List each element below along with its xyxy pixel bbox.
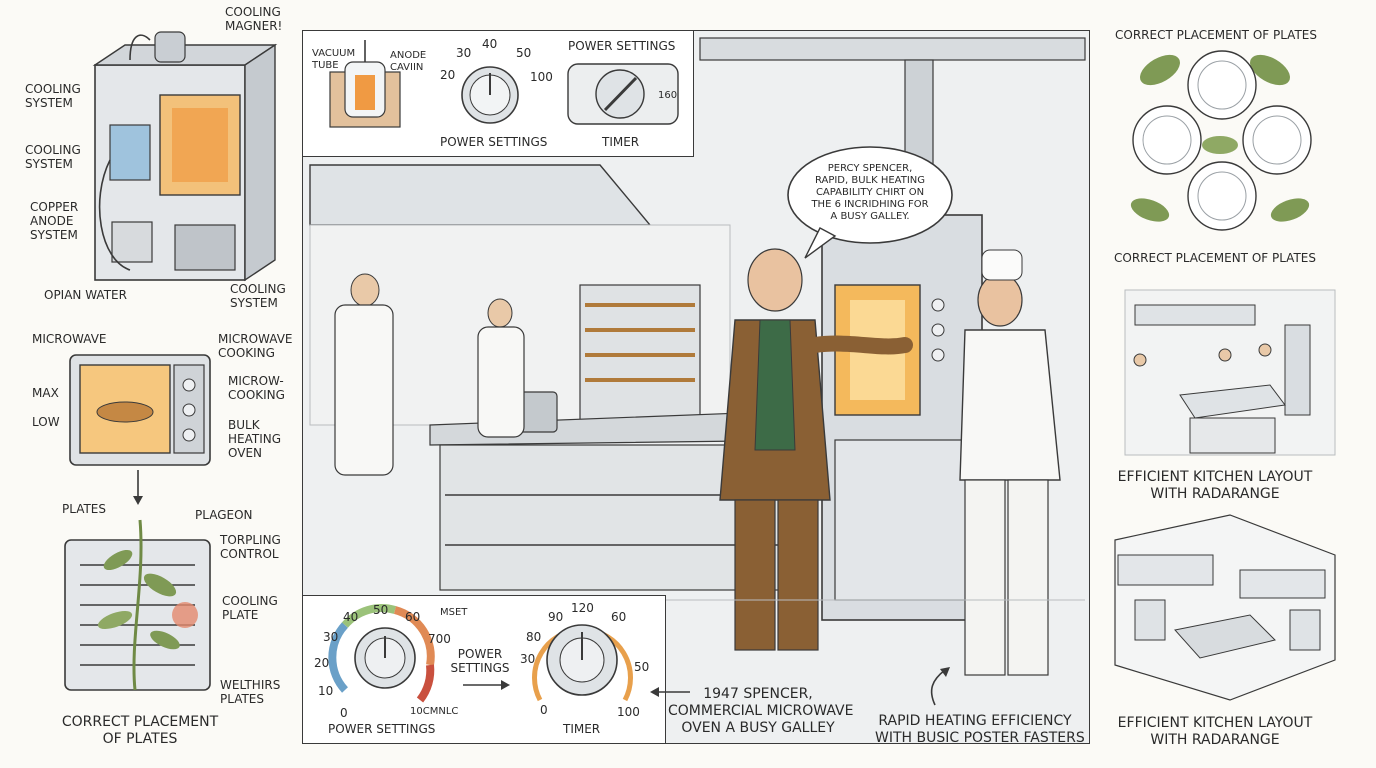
plates-arrangement-illustration: [1130, 50, 1312, 231]
power-tick-50: 50: [373, 603, 389, 617]
timer-tick-80: 80: [526, 630, 542, 644]
microwave-label: MICROWAVE: [32, 332, 107, 346]
plates-title-bottom: CORRECT PLACEMENT OF PLATES: [1114, 251, 1316, 265]
power-tick-10: 10: [318, 684, 334, 698]
kitchen-layout-illustration-1: [1124, 289, 1336, 456]
dial-tick-50: 50: [516, 46, 532, 60]
right-arrow-icon: [463, 680, 510, 690]
speech-bubble-text: PERCY SPENCER, RAPID, BULK HEATING CAPAB…: [811, 163, 929, 222]
down-arrow-icon: [133, 470, 143, 505]
kitchen-caption-2: EFFICIENT KITCHEN LAYOUT WITH RADARANGE: [1117, 715, 1313, 748]
timer-tick-50: 50: [634, 660, 650, 674]
power-tick-0: 0: [340, 706, 348, 720]
power-sub-note: 10cmnlc: [410, 706, 459, 717]
open-water-label: OPIAN WATER: [44, 288, 127, 302]
welthirs-plates-label: WELTHIRS PLATES: [220, 678, 281, 706]
power-settings-dial-icon: [328, 604, 435, 703]
power-settings-bottom-caption: POWER SETTINGS: [328, 722, 436, 736]
torpling-control-label: TORPLING CONTROL: [220, 533, 281, 561]
power-tick-40: 40: [343, 610, 359, 624]
power-tick-20: 20: [314, 656, 330, 670]
kitchen-scene-drawing: [309, 37, 1086, 676]
power-side-note: MSET: [440, 607, 468, 618]
cooling-system-label-3: COOLING SYSTEM: [230, 282, 286, 310]
low-label: LOW: [32, 415, 60, 429]
plates-label: PLATES: [62, 502, 107, 516]
power-tick-30: 30: [323, 630, 339, 644]
anode-cavity-label: ANODE CAVIIN: [390, 50, 427, 73]
power-dial-icon: [461, 66, 519, 124]
left-arrow-icon: [650, 687, 690, 697]
cooling-plate-label: COOLING PLATE: [222, 594, 278, 622]
speech-bubble: [787, 146, 953, 259]
timer-dial-icon: [567, 63, 679, 125]
timer-tick-0: 0: [540, 703, 548, 717]
power-settings-title: POWER SETTINGS: [568, 39, 676, 53]
timer-value: 160: [658, 90, 678, 101]
dial-tick-20: 20: [440, 68, 456, 82]
timer-caption-top: TIMER: [602, 135, 640, 149]
kitchen-layout-illustration-2: [1114, 514, 1336, 701]
cooling-system-label-2: COOLING SYSTEM: [25, 143, 81, 171]
timer-tick-90: 90: [548, 610, 564, 624]
timer-tick-30: 30: [520, 652, 536, 666]
vacuum-tube-icon: [329, 40, 401, 128]
copper-anode-label: COPPER ANODE SYSTEM: [30, 200, 79, 242]
power-settings-middle-label: POWER SETTINGS: [450, 647, 510, 675]
dial-tick-30: 30: [456, 46, 472, 60]
up-arrow-icon: [930, 667, 950, 706]
max-label: MAX: [32, 386, 59, 400]
rack-caption: CORRECT PLACEMENT OF PLATES: [61, 714, 219, 747]
cooling-unit-illustration: [92, 31, 278, 282]
plageon-label: PLAGEON: [195, 508, 253, 522]
microwave-oven-illustration: [69, 354, 211, 466]
cooling-system-label-1: COOLING SYSTEM: [25, 82, 81, 110]
microw-cooking-label: MICROW- COOKING: [228, 374, 285, 402]
timer-bottom-caption: TIMER: [563, 722, 601, 736]
power-tick-60: 60: [405, 610, 421, 624]
timer-dial-bottom-icon: [532, 624, 633, 702]
dial-tick-40: 40: [482, 37, 498, 51]
vacuum-tube-label: VACUUM TUBE: [312, 48, 356, 71]
dial-tick-100: 100: [530, 70, 553, 84]
power-tick-700: 700: [428, 632, 451, 646]
caption-1947: 1947 SPENCER, COMMERCIAL MICROWAVE OVEN …: [668, 686, 854, 736]
timer-tick-100: 100: [617, 705, 640, 719]
plate-rack-illustration: [64, 519, 211, 691]
power-settings-caption: POWER SETTINGS: [440, 135, 548, 149]
cooling-magnet-label: COOLING MAGNER!: [225, 5, 283, 33]
bulk-heating-label: BULK HEATING OVEN: [228, 418, 282, 460]
timer-tick-120: 120: [571, 601, 594, 615]
caption-rapid-heating: RAPID HEATING EFFICIENCY WITH BUSIC POST…: [875, 713, 1085, 746]
microwave-cooking-label: MICROWAVE COOKING: [218, 332, 293, 360]
timer-tick-60: 60: [611, 610, 627, 624]
plates-title-top: CORRECT PLACEMENT OF PLATES: [1115, 28, 1317, 42]
kitchen-caption-1: EFFICIENT KITCHEN LAYOUT WITH RADARANGE: [1117, 469, 1313, 502]
